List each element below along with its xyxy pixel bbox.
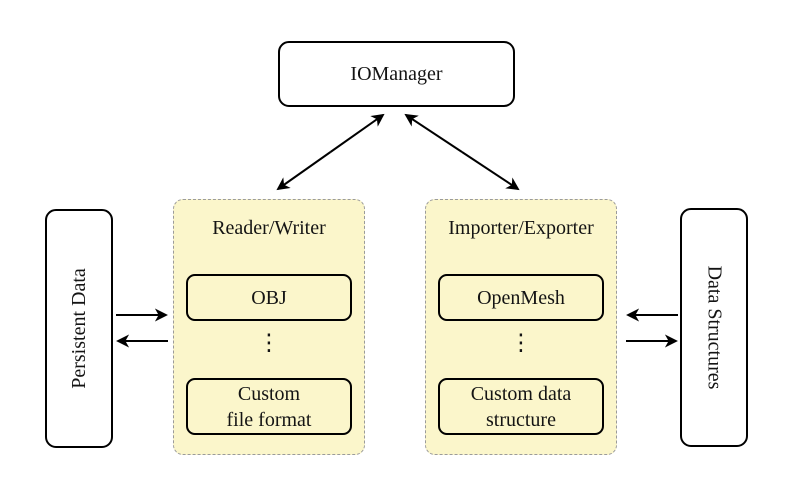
- arrow-iomanager-importer-exporter: [404, 113, 520, 191]
- custom-data-structure-node: Custom data structure: [438, 378, 604, 435]
- reader-writer-ellipsis: ⋮: [257, 330, 281, 356]
- importer-exporter-ellipsis: ⋮: [509, 330, 533, 356]
- openmesh-label: OpenMesh: [477, 286, 565, 309]
- iomanager-node: IOManager: [278, 41, 515, 107]
- obj-node: OBJ: [186, 274, 352, 321]
- persistent-data-node: Persistent Data: [45, 209, 113, 448]
- custom-data-structure-label: Custom data structure: [470, 382, 572, 431]
- custom-file-format-node: Custom file format: [186, 378, 352, 435]
- obj-label: OBJ: [251, 286, 287, 309]
- reader-writer-title: Reader/Writer: [212, 217, 326, 239]
- iomanager-label: IOManager: [350, 62, 443, 85]
- importer-exporter-title: Importer/Exporter: [448, 217, 594, 239]
- custom-file-format-label: Custom file format: [226, 382, 312, 431]
- data-structures-label: Data Structures: [703, 265, 726, 390]
- openmesh-node: OpenMesh: [438, 274, 604, 321]
- persistent-data-label: Persistent Data: [67, 268, 90, 389]
- data-structures-node: Data Structures: [680, 208, 748, 447]
- arrow-iomanager-reader-writer: [276, 113, 385, 191]
- importer-exporter-group: Importer/Exporter OpenMesh ⋮ Custom data…: [425, 199, 617, 455]
- reader-writer-group: Reader/Writer OBJ ⋮ Custom file format: [173, 199, 365, 455]
